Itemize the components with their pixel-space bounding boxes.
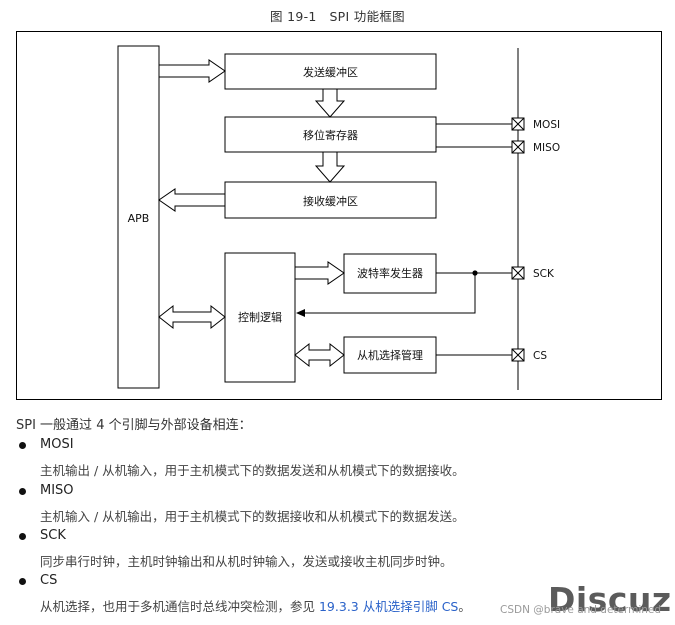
- sck-feedback-line: [303, 273, 476, 314]
- apb-label: APB: [128, 212, 150, 225]
- figure-title: 图 19-1 SPI 功能框图: [270, 9, 405, 24]
- apb-block: [117, 45, 160, 389]
- diagram-frame: [16, 31, 662, 400]
- sck-pin-box: [511, 266, 525, 280]
- control-slave-arrow: [294, 342, 345, 368]
- pins-intro: SPI 一般通过 4 个引脚与外部设备相连：: [16, 418, 252, 433]
- pin-desc-cs-text: 从机选择，也用于多机通信时总线冲突检测，参见: [40, 599, 319, 614]
- tx-buffer-label: 发送缓冲区: [303, 65, 358, 79]
- tx-to-shift-arrow: [314, 88, 346, 118]
- pin-name-mosi: MOSI: [40, 437, 74, 452]
- rx-to-apb-arrow: [158, 188, 226, 212]
- apb-to-tx-arrow: [158, 59, 226, 83]
- discuz-watermark: Discuz!: [548, 580, 675, 619]
- bullet-dot: [19, 533, 26, 540]
- slave-select-label: 从机选择管理: [357, 348, 423, 362]
- spi-block-diagram: APB 发送缓冲区 移位寄存器 接收缓冲区 控制逻辑 波特率发生器 从机选择管理: [117, 45, 560, 390]
- pin-name-sck: SCK: [40, 528, 66, 543]
- bullet-dot: [19, 442, 26, 449]
- pin-name-cs: CS: [40, 573, 58, 588]
- miso-pin-box: [511, 140, 525, 154]
- cs-pin-box: [511, 348, 525, 362]
- baud-generator-label: 波特率发生器: [357, 266, 423, 280]
- shift-to-rx-arrow: [314, 151, 346, 183]
- shift-register-label: 移位寄存器: [303, 128, 358, 142]
- mosi-pin-box: [511, 117, 525, 131]
- cs-pin-label: CS: [533, 350, 547, 362]
- cs-section-link[interactable]: 19.3.3 从机选择引脚 CS: [318, 599, 459, 614]
- control-logic-label: 控制逻辑: [238, 310, 282, 324]
- bullet-dot: [19, 578, 26, 585]
- bullet-dot: [19, 488, 26, 495]
- pin-name-miso: MISO: [40, 483, 74, 498]
- pin-desc-mosi: 主机输出 / 从机输入，用于主机模式下的数据发送和从机模式下的数据接收。: [40, 463, 465, 478]
- rx-buffer-label: 接收缓冲区: [303, 194, 358, 208]
- control-to-baud-arrow: [294, 261, 345, 285]
- csdn-watermark: CSDN @brave and determined: [500, 604, 662, 616]
- sck-pin-label: SCK: [533, 268, 555, 280]
- miso-pin-label: MISO: [533, 142, 560, 154]
- pin-desc-miso: 主机输入 / 从机输出，用于主机模式下的数据接收和从机模式下的数据发送。: [40, 509, 465, 524]
- pin-desc-cs: 从机选择，也用于多机通信时总线冲突检测，参见 19.3.3 从机选择引脚 CS。: [40, 596, 471, 615]
- apb-control-arrow: [158, 304, 226, 330]
- sck-feedback-arrowhead: [296, 309, 305, 317]
- mosi-pin-label: MOSI: [533, 119, 560, 131]
- pin-desc-sck: 同步串行时钟，主机时钟输出和从机时钟输入，发送或接收主机同步时钟。: [40, 554, 453, 569]
- pin-desc-cs-end: 。: [458, 599, 471, 614]
